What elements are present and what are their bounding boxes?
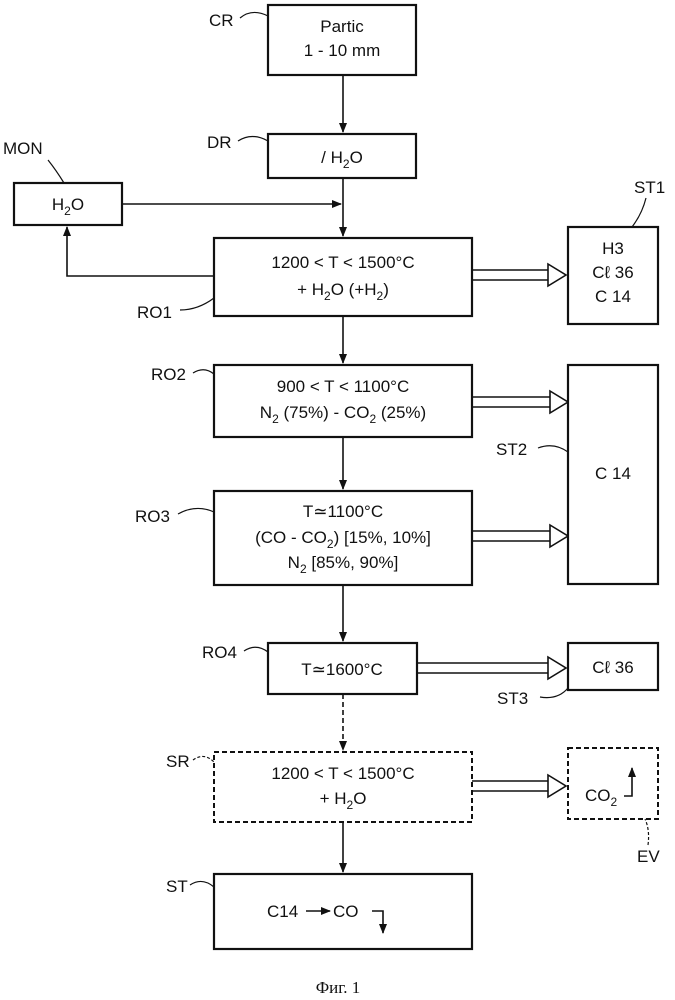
leader-ev [645, 819, 649, 845]
leader-ro4 [244, 647, 268, 652]
ro4-line1: T≃1600°C [301, 660, 383, 679]
leader-st2 [538, 446, 568, 452]
label-st2: ST2 [496, 440, 527, 459]
ro3-line1: T≃1100°C [303, 502, 383, 521]
label-st1: ST1 [634, 178, 665, 197]
box-ro1 [214, 238, 472, 316]
label-ev: EV [637, 847, 660, 866]
double-arrow-sr-ev [472, 775, 566, 797]
ro1-line1: 1200 < T < 1500°C [271, 253, 414, 272]
figure-caption: Фиг. 1 [316, 978, 361, 997]
st1-line1: H3 [602, 239, 624, 258]
st1-line3: C 14 [595, 287, 631, 306]
leader-cr [240, 12, 268, 18]
label-ro4: RO4 [202, 643, 237, 662]
double-arrow-ro3-st2 [472, 525, 568, 547]
label-ro1: RO1 [137, 303, 172, 322]
leader-sr [193, 756, 214, 762]
label-mon: MON [3, 139, 43, 158]
leader-st1 [632, 198, 646, 227]
sr-line1: 1200 < T < 1500°C [271, 764, 414, 783]
label-sr: SR [166, 752, 190, 771]
cr-line2: 1 - 10 mm [304, 41, 381, 60]
leader-st3 [540, 688, 568, 698]
label-ro3: RO3 [135, 507, 170, 526]
label-st: ST [166, 877, 188, 896]
st-left-text: C14 [267, 902, 298, 921]
box-cr [268, 5, 416, 75]
ro2-line1: 900 < T < 1100°C [277, 377, 410, 396]
double-arrow-ro2-st2 [472, 391, 568, 413]
cr-line1: Partic [320, 17, 364, 36]
label-cr: CR [209, 11, 234, 30]
double-arrow-ro4-st3 [417, 657, 566, 679]
label-dr: DR [207, 133, 232, 152]
leader-st [190, 881, 214, 887]
leader-ro1 [180, 298, 214, 310]
st-right-text: CO [333, 902, 359, 921]
label-st3: ST3 [497, 689, 528, 708]
box-sr [214, 752, 472, 822]
st3-line1: Cℓ 36 [592, 658, 633, 677]
leader-dr [238, 137, 268, 142]
box-ro2 [214, 365, 472, 437]
st2-line1: C 14 [595, 464, 631, 483]
leader-ro3 [178, 508, 214, 514]
double-arrow-ro1-st1 [472, 264, 566, 286]
st1-line2: Cℓ 36 [592, 263, 633, 282]
label-ro2: RO2 [151, 365, 186, 384]
leader-mon [48, 160, 64, 183]
leader-ro2 [193, 370, 214, 374]
arrow-ro1-to-mon [67, 227, 214, 276]
